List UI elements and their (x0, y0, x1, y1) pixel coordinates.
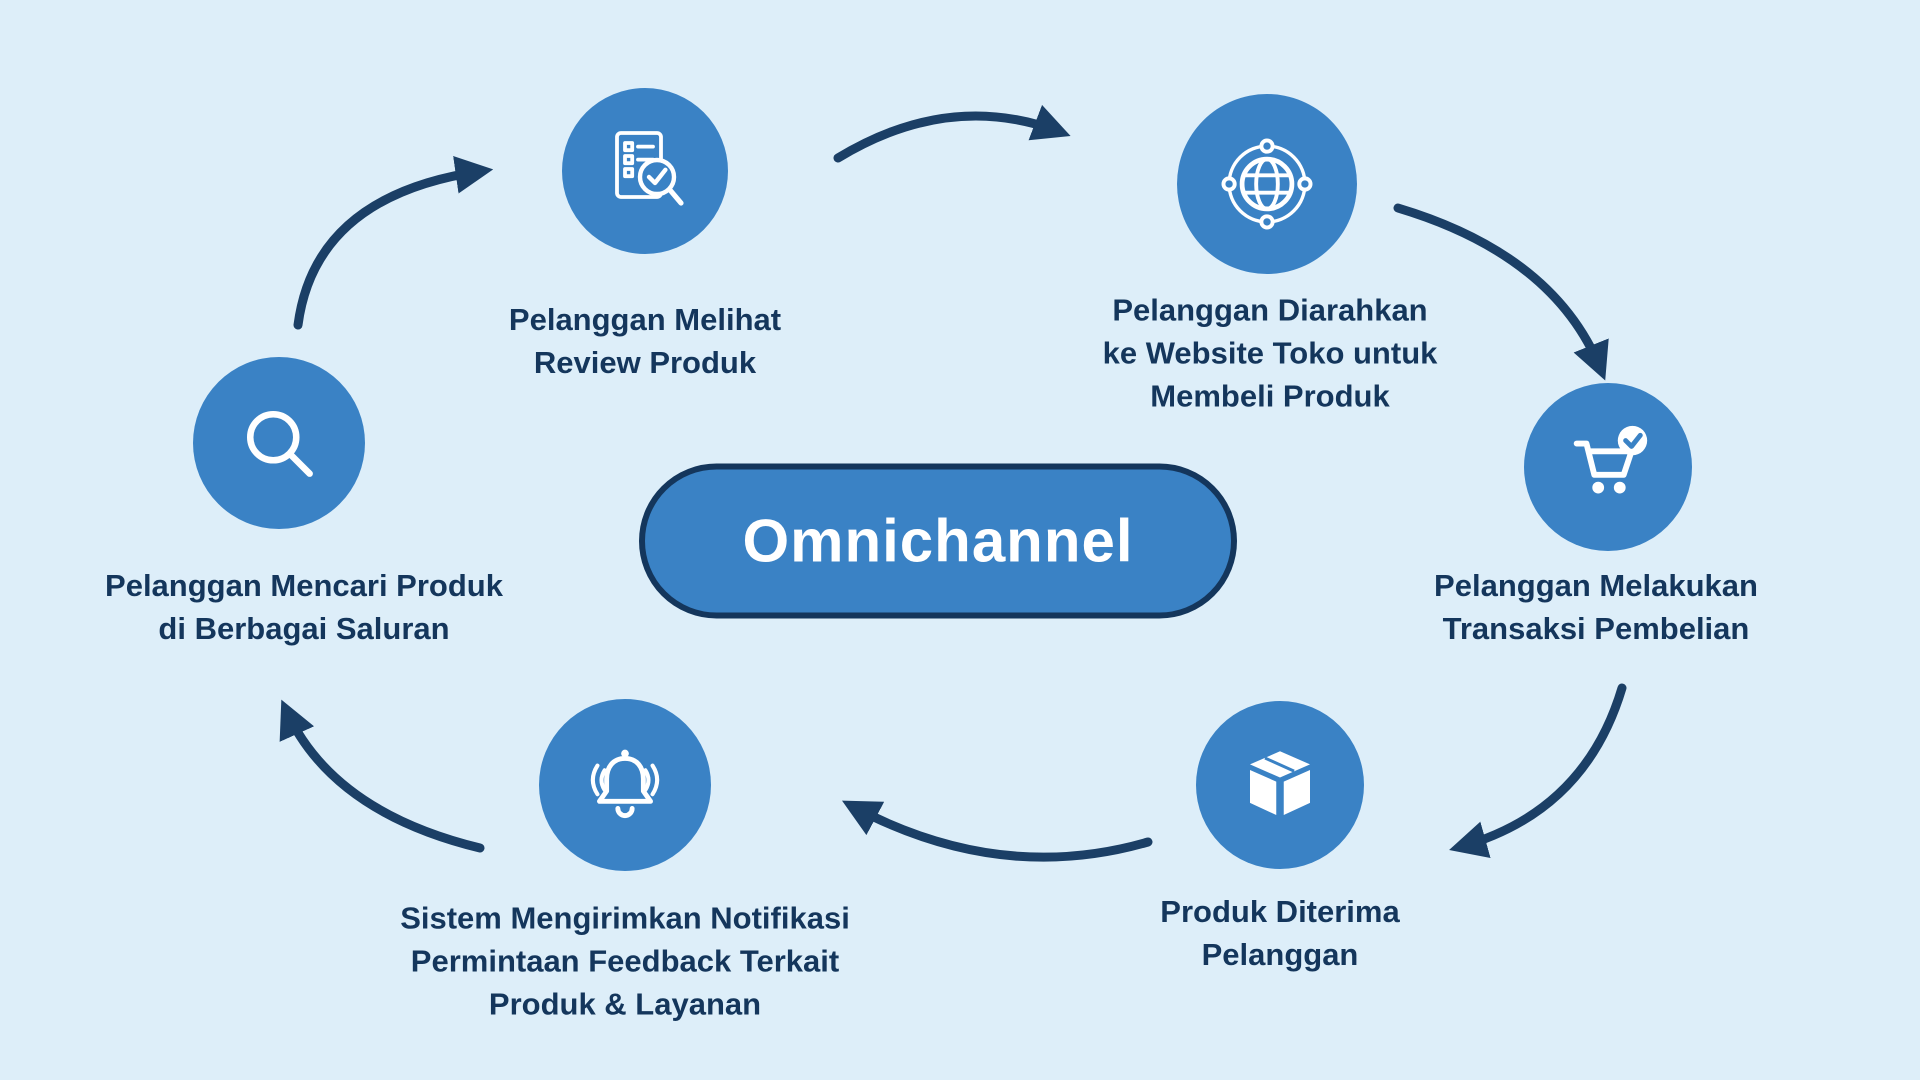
step-node-search (193, 357, 365, 529)
notification-bell-icon (590, 749, 660, 819)
arrow-transaction-to-delivery (1449, 683, 1627, 859)
step-label-delivery: Produk Diterima Pelanggan (1160, 894, 1400, 972)
step-label-search: Pelanggan Mencari Produk di Berbagai Sal… (105, 568, 503, 646)
step-node-feedback (539, 699, 711, 871)
arrow-feedback-to-search (279, 699, 485, 853)
arrow-delivery-to-feedback (841, 800, 1153, 862)
step-label-feedback: Sistem Mengirimkan Notifikasi Permintaan… (400, 900, 850, 1022)
review-checklist-icon (615, 131, 684, 206)
package-box-icon (1250, 751, 1310, 815)
step-node-review (562, 88, 728, 254)
step-node-transaction (1524, 383, 1692, 551)
cart-check-icon (1573, 425, 1648, 494)
step-node-delivery (1196, 701, 1364, 869)
search-icon (246, 410, 313, 477)
globe-icon (1221, 138, 1313, 230)
step-label-website: Pelanggan Diarahkan ke Website Toko untu… (1102, 292, 1438, 414)
arrow-review-to-website (833, 104, 1071, 163)
center-pill-label: Omnichannel (742, 507, 1134, 575)
step-node-website (1177, 94, 1357, 274)
step-label-transaction: Pelanggan Melakukan Transaksi Pembelian (1434, 568, 1758, 646)
arrow-search-to-review (293, 156, 494, 330)
center-pill: Omnichannel (639, 463, 1237, 619)
step-label-review: Pelanggan Melihat Review Produk (508, 302, 782, 380)
